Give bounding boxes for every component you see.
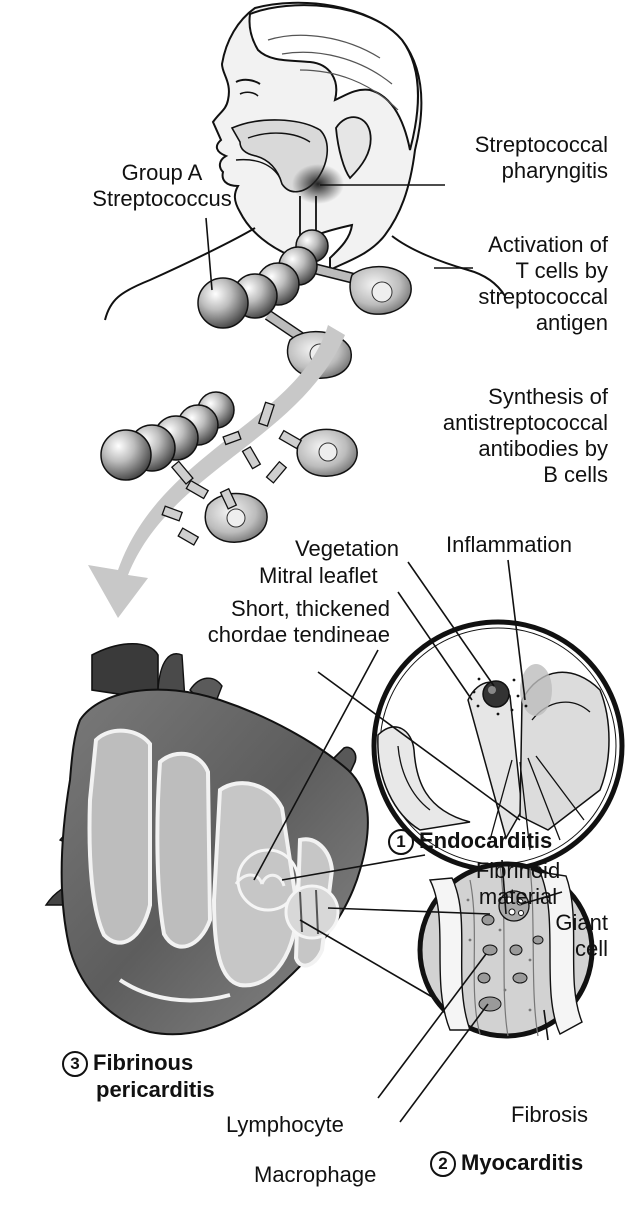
label-line: material <box>468 884 568 910</box>
label-macrophage: Macrophage <box>254 1162 376 1188</box>
label-fibrinoid-material: Fibrinoid material <box>468 858 568 910</box>
label-line: chordae tendineae <box>170 622 390 648</box>
label-line: antigen <box>400 310 608 336</box>
label-line: Fibrinoid <box>468 858 568 884</box>
label-t-cell-activation: Activation of T cells by streptococcal a… <box>400 232 608 336</box>
streptococcus-chain-lower <box>101 392 357 545</box>
label-line: Synthesis of <box>400 384 608 410</box>
label-group-a-streptococcus: Group A Streptococcus <box>82 160 242 212</box>
streptococcus-chain-upper <box>198 230 411 378</box>
label-text: Endocarditis <box>419 828 552 853</box>
label-lymphocyte: Lymphocyte <box>226 1112 344 1138</box>
number-badge: 3 <box>62 1051 88 1077</box>
number-badge: 1 <box>388 829 414 855</box>
label-text: Myocarditis <box>461 1150 583 1175</box>
label-line: Short, thickened <box>170 596 390 622</box>
label-line: pharyngitis <box>400 158 608 184</box>
label-line: Streptococcal <box>400 132 608 158</box>
label-line: antibodies by <box>400 436 608 462</box>
label-inflammation: Inflammation <box>446 532 572 558</box>
label-line: pericarditis <box>62 1077 215 1103</box>
label-line: Activation of <box>400 232 608 258</box>
number-badge: 2 <box>430 1151 456 1177</box>
label-giant-cell: Giant cell <box>520 910 608 962</box>
heart-illustration <box>46 644 368 1034</box>
label-line: Giant <box>520 910 608 936</box>
label-streptococcal-pharyngitis: Streptococcal pharyngitis <box>400 132 608 184</box>
label-line: B cells <box>400 462 608 488</box>
label-mitral-leaflet: Mitral leaflet <box>259 563 378 589</box>
label-chordae-tendineae: Short, thickened chordae tendineae <box>170 596 390 648</box>
label-line: antistreptococcal <box>400 410 608 436</box>
label-fibrosis: Fibrosis <box>511 1102 588 1128</box>
myocarditis-focus-ring <box>286 886 338 938</box>
label-vegetation: Vegetation <box>295 536 399 562</box>
label-line: T cells by <box>400 258 608 284</box>
label-line: Streptococcus <box>82 186 242 212</box>
label-line: streptococcal <box>400 284 608 310</box>
label-line: Group A <box>82 160 242 186</box>
label-antibody-synthesis: Synthesis of antistreptococcal antibodie… <box>400 384 608 488</box>
label-text: Fibrinous <box>93 1050 193 1075</box>
label-line: cell <box>520 936 608 962</box>
